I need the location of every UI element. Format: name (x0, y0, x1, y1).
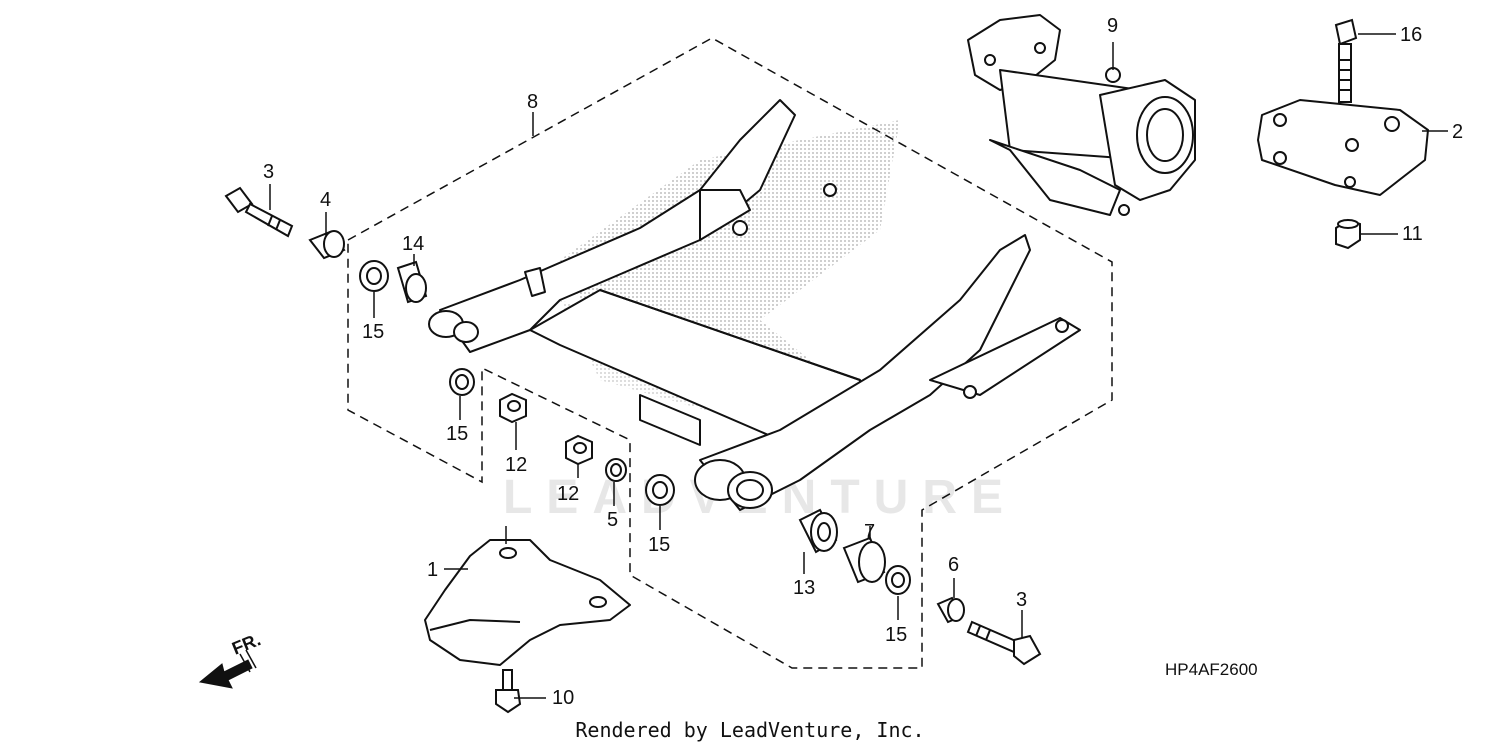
callout-3-bottom: 3 (1016, 589, 1028, 611)
callout-4: 4 (320, 189, 332, 211)
callout-16: 16 (1400, 24, 1423, 46)
callout-15-d: 15 (885, 624, 908, 646)
callout-15-a: 15 (362, 321, 385, 343)
callout-11: 11 (1402, 223, 1423, 245)
bearing-holder-part (967, 14, 1196, 216)
nut-12b-part (565, 434, 593, 466)
bearing-15c-part (645, 474, 675, 506)
callout-10: 10 (552, 687, 575, 709)
plate-part (1257, 99, 1429, 196)
bolt-3a-part (224, 186, 294, 238)
callout-15-b: 15 (446, 423, 469, 445)
callout-12-b: 12 (557, 483, 580, 505)
bearing-15d-part (885, 565, 911, 595)
nut-11-part (1335, 218, 1361, 250)
bolt-3b-part (966, 620, 1042, 666)
footer-credit: Rendered by LeadVenture, Inc. (575, 718, 925, 742)
bearing-14-part (396, 260, 428, 304)
bearing-15a-part (359, 260, 389, 292)
collar-5-part (605, 458, 627, 482)
diagram-code: HP4AF2600 (1165, 660, 1258, 679)
guard-1-part (424, 539, 631, 666)
callout-5: 5 (607, 509, 619, 531)
assembly-outline (347, 37, 1113, 669)
callout-1: 1 (427, 559, 439, 581)
callout-8: 8 (527, 91, 539, 113)
leader-lines (269, 33, 1448, 699)
callout-9: 9 (1107, 15, 1119, 37)
front-arrow-icon (198, 649, 257, 689)
callout-2: 2 (1452, 121, 1464, 143)
callout-14: 14 (402, 233, 425, 255)
swingarm-part (428, 99, 1081, 511)
collar-7-part (842, 536, 886, 584)
bearing-13-part (798, 508, 838, 554)
callout-15-c: 15 (648, 534, 671, 556)
callout-7: 7 (864, 521, 876, 543)
callout-3-top: 3 (263, 161, 275, 183)
callout-6: 6 (948, 554, 960, 576)
callout-12-a: 12 (505, 454, 528, 476)
bolt-16-part (1334, 18, 1358, 103)
collar-6-part (936, 596, 965, 624)
callout-13: 13 (793, 577, 816, 599)
collar-4-part (308, 230, 346, 260)
nut-12a-part (499, 392, 527, 424)
bolt-10-part (495, 669, 522, 714)
bearing-15b-part (449, 368, 475, 396)
